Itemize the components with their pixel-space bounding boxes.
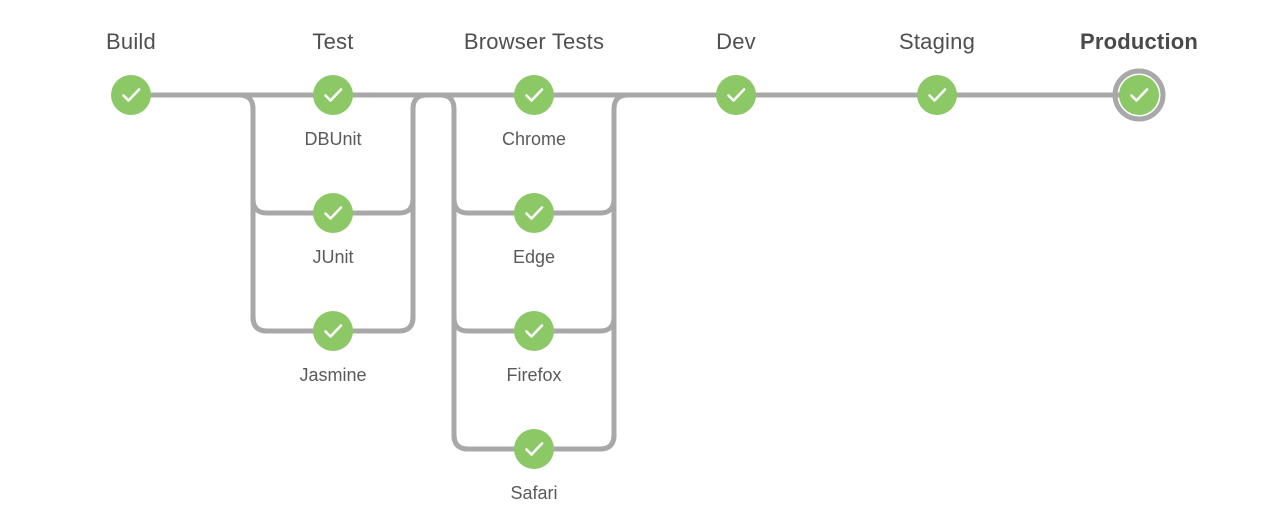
success-status-icon: [514, 429, 554, 469]
stage-title-build[interactable]: Build: [106, 29, 156, 54]
branch-node-dbunit[interactable]: [313, 75, 353, 115]
branch-label-dbunit: DBUnit: [304, 129, 362, 149]
branch-node-firefox[interactable]: [514, 311, 554, 351]
browser-tests-merge-connector: [597, 92, 631, 452]
check-icon: [928, 88, 947, 102]
check-icon: [122, 88, 141, 102]
check-icon: [324, 206, 343, 220]
stage-title-production[interactable]: Production: [1079, 29, 1199, 54]
check-icon: [1130, 88, 1149, 102]
browser-tests-split-connector: [437, 92, 471, 452]
success-status-icon: [514, 75, 554, 115]
stage-node-staging[interactable]: [917, 75, 957, 115]
selection-ring: [1112, 68, 1166, 122]
check-icon: [324, 88, 343, 102]
success-status-icon: [111, 75, 151, 115]
success-status-icon: [917, 75, 957, 115]
check-icon: [525, 442, 544, 456]
stage-node-production[interactable]: [1112, 68, 1166, 122]
check-icon: [324, 324, 343, 338]
check-icon: [525, 88, 544, 102]
stage-title-dev[interactable]: Dev: [716, 29, 756, 54]
stage-title-browser-tests[interactable]: Browser Tests: [463, 29, 605, 54]
check-icon: [525, 324, 544, 338]
branch-label-chrome: Chrome: [501, 129, 567, 149]
branch-label-edge: Edge: [512, 247, 556, 267]
success-status-icon: [313, 311, 353, 351]
success-status-icon: [313, 193, 353, 233]
success-status-icon: [716, 75, 756, 115]
branch-node-edge[interactable]: [514, 193, 554, 233]
success-status-icon: [514, 311, 554, 351]
branch-label-junit: JUnit: [312, 247, 354, 267]
success-status-icon: [1119, 75, 1159, 115]
branch-label-firefox: Firefox: [506, 365, 562, 385]
stage-node-dev[interactable]: [716, 75, 756, 115]
branch-label-safari: Safari: [510, 483, 558, 503]
branch-node-junit[interactable]: [313, 193, 353, 233]
stage-node-build[interactable]: [111, 75, 151, 115]
branch-label-jasmine: Jasmine: [299, 365, 367, 385]
stage-title-test[interactable]: Test: [312, 29, 354, 54]
branch-node-chrome[interactable]: [514, 75, 554, 115]
success-status-icon: [313, 75, 353, 115]
stage-title-staging[interactable]: Staging: [898, 29, 976, 54]
check-icon: [525, 206, 544, 220]
branch-node-safari[interactable]: [514, 429, 554, 469]
success-status-icon: [514, 193, 554, 233]
branch-node-jasmine[interactable]: [313, 311, 353, 351]
check-icon: [727, 88, 746, 102]
